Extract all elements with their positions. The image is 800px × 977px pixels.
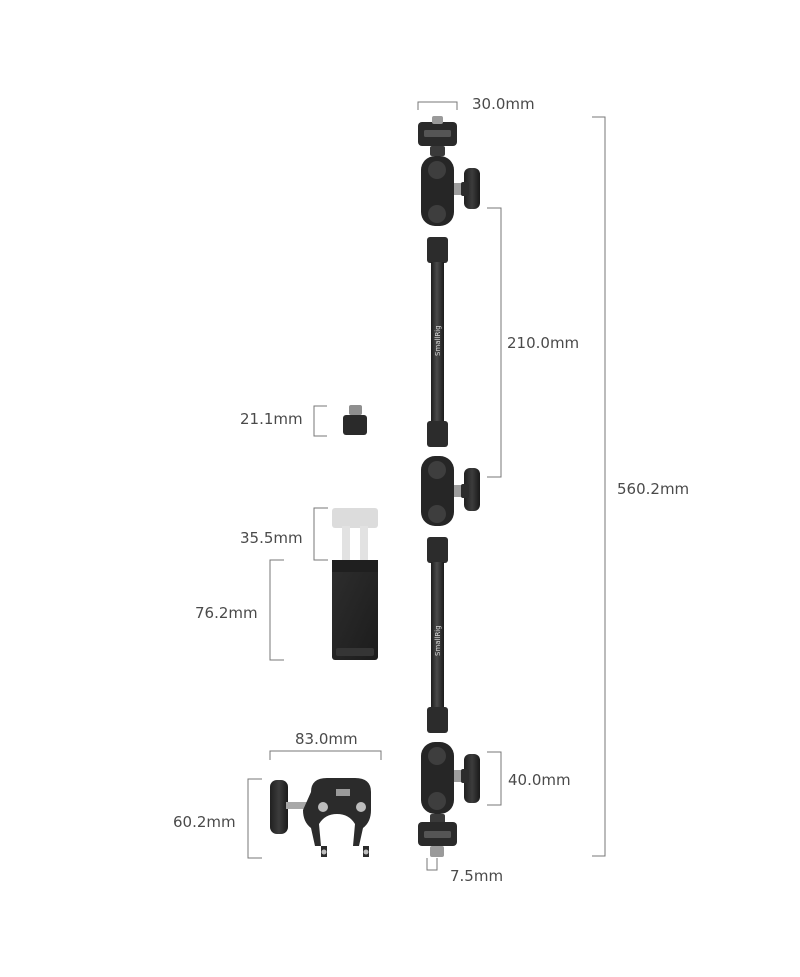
ballhead-length-bracket [487, 751, 502, 806]
super-clamp [270, 778, 371, 857]
total-length-label: 560.2mm [617, 480, 690, 498]
phone-clamp-body [332, 560, 378, 660]
super-clamp-height-bracket [247, 778, 262, 859]
adapter-height-bracket [313, 405, 327, 437]
screw-length-bracket [426, 858, 438, 871]
extension-bracket [313, 507, 328, 561]
lower-collar [427, 707, 448, 733]
screw-length-label: 7.5mm [450, 867, 504, 885]
screw-adapter [343, 405, 367, 435]
phone-clamp [332, 508, 378, 660]
top-ball-head [421, 156, 480, 226]
arm-segment-length-label: 210.0mm [507, 334, 580, 352]
super-clamp-height-label: 60.2mm [173, 813, 236, 831]
dimension-lines [247, 101, 606, 871]
lower-rod-logo: SmallRig [434, 625, 442, 656]
ball-head-length-label: 40.0mm [508, 771, 571, 789]
top-mount-width-label: 30.0mm [472, 95, 535, 113]
magic-arm: SmallRig SmallRig [418, 116, 480, 857]
top-width-bracket [417, 101, 458, 110]
super-clamp-width-bracket [269, 750, 382, 760]
upper-rod-logo: SmallRig [434, 325, 442, 356]
bottom-ball-head [421, 742, 480, 814]
phone-clamp-extension [332, 508, 378, 528]
middle-collar-lower [427, 537, 448, 563]
lower-rod [431, 562, 444, 710]
phone-clamp-height-label: 76.2mm [195, 604, 258, 622]
middle-collar-upper [427, 421, 448, 447]
phone-clamp-extension-label: 35.5mm [240, 529, 303, 547]
phone-clamp-height-bracket [269, 559, 284, 661]
upper-collar [427, 237, 448, 263]
middle-ball-head [421, 456, 480, 526]
segment-length-bracket [487, 207, 502, 478]
adapter-height-label: 21.1mm [240, 410, 303, 428]
upper-rod [431, 262, 444, 424]
total-length-bracket [592, 116, 606, 857]
bottom-mount [418, 814, 457, 857]
super-clamp-width-label: 83.0mm [295, 730, 358, 748]
top-mount [418, 116, 457, 156]
